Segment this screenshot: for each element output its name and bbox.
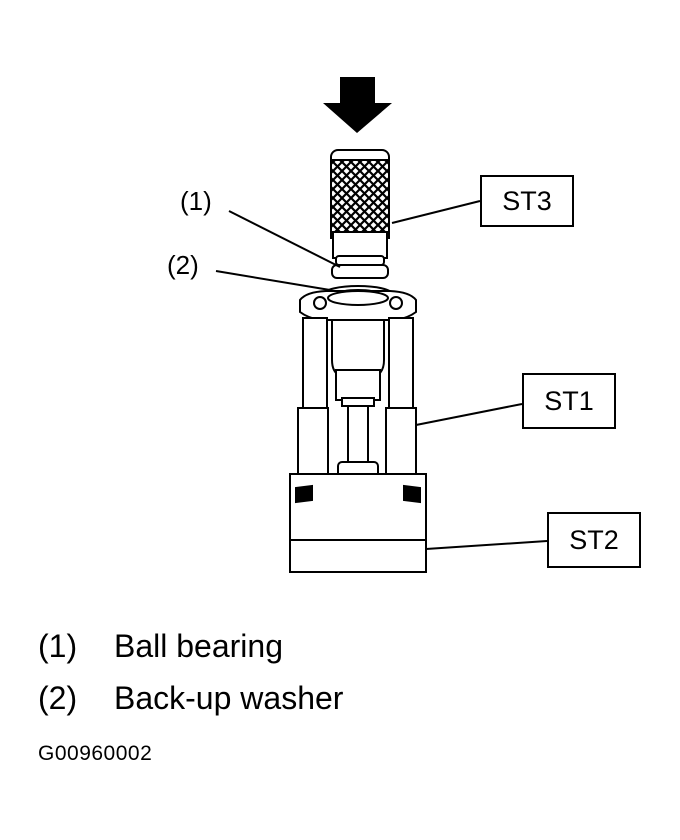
legend-item: (2) Back-up washer [38,680,343,717]
legend-label: Ball bearing [114,628,283,664]
legend-number: (1) [38,628,78,664]
figure-id: G00960002 [38,742,153,765]
legend-label: Back-up washer [114,680,344,716]
callout-number-2: (2) [167,250,199,280]
legend-number: (2) [38,680,78,716]
st2-base [289,473,427,573]
legend-item: (1) Ball bearing [38,628,283,665]
st3-driver [330,149,390,266]
down-arrow-icon [323,77,392,133]
ball-bearing [331,264,389,279]
callout-number-1: (1) [180,186,212,216]
tool-assembly-diagram [215,77,548,573]
callout-st2: ST2 [547,512,641,568]
callout-st1: ST1 [522,373,616,429]
leader-lines [215,200,548,550]
callout-st3: ST3 [480,175,574,227]
